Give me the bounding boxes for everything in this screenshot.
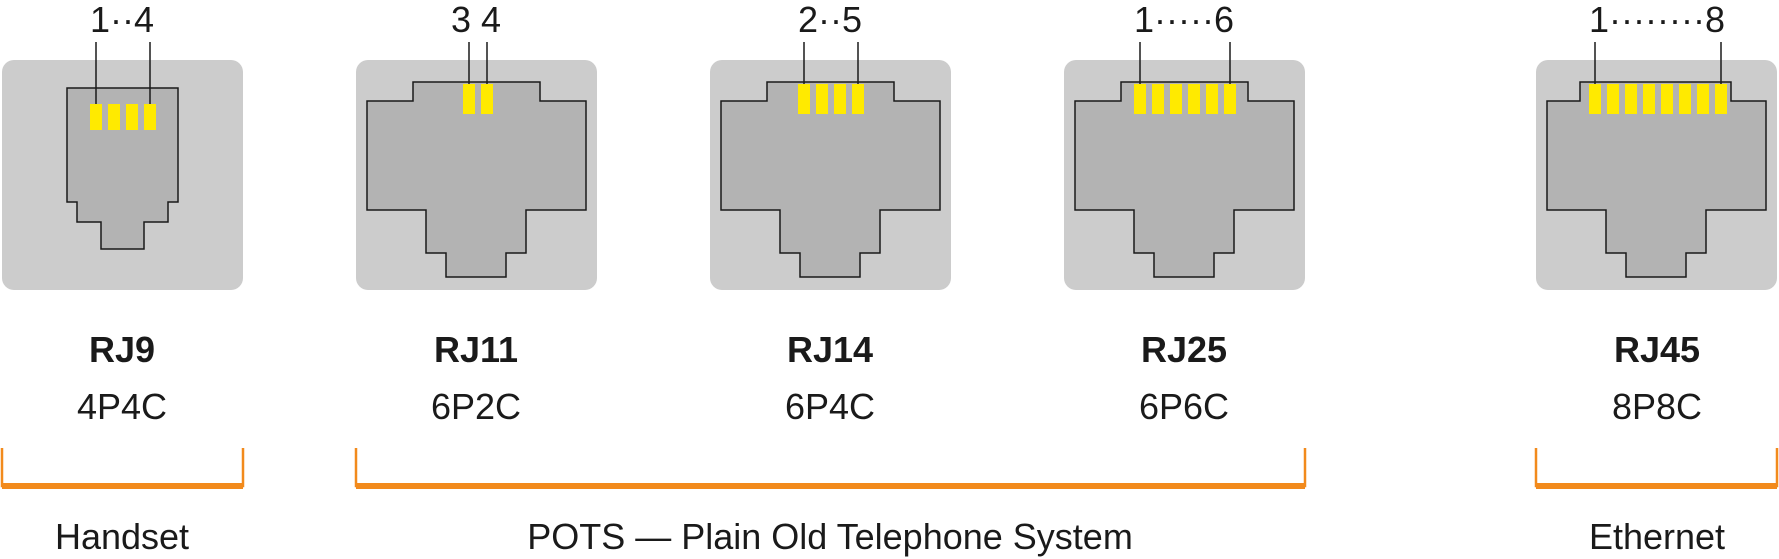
- connector-rj25: 1·····6 RJ25 6P6C: [1064, 0, 1305, 427]
- pin: [852, 84, 864, 114]
- pin: [1661, 84, 1673, 114]
- group-bracket: [354, 448, 1307, 488]
- pin: [1170, 84, 1182, 114]
- rj11-pin-label: 3 4: [451, 0, 501, 40]
- connector-rj14: 2··5 RJ14 6P4C: [710, 0, 951, 427]
- rj25-pin-label: 1·····6: [1134, 0, 1234, 40]
- rj14-name: RJ14: [787, 329, 873, 370]
- pin: [1188, 84, 1200, 114]
- group-pots: POTS — Plain Old Telephone System: [354, 448, 1307, 557]
- pin: [481, 84, 493, 114]
- rj9-pin-label: 1··4: [90, 0, 154, 40]
- pin: [463, 84, 475, 114]
- group-bracket: [1534, 448, 1779, 488]
- rj14-pin-label: 2··5: [798, 0, 862, 40]
- pin: [816, 84, 828, 114]
- pin: [1589, 84, 1601, 114]
- rj9-code: 4P4C: [77, 386, 167, 427]
- group-label: POTS — Plain Old Telephone System: [527, 516, 1133, 557]
- pin: [1152, 84, 1164, 114]
- pin: [1206, 84, 1218, 114]
- group-handset: Handset: [0, 448, 245, 557]
- pin: [1607, 84, 1619, 114]
- rj14-code: 6P4C: [785, 386, 875, 427]
- group-ethernet: Ethernet: [1534, 448, 1779, 557]
- group-label: Ethernet: [1589, 516, 1725, 557]
- group-bracket: [0, 448, 245, 488]
- pin: [144, 104, 156, 130]
- rj25-socket-outline: [1074, 81, 1295, 278]
- pin: [90, 104, 102, 130]
- pin: [1697, 84, 1709, 114]
- rj45-socket-outline: [1546, 81, 1767, 278]
- pin: [1224, 84, 1236, 114]
- rj9-name: RJ9: [89, 329, 155, 370]
- rj11-socket-outline: [366, 81, 587, 278]
- connector-rj11: 3 4 RJ11 6P2C: [356, 0, 597, 427]
- pin: [126, 104, 138, 130]
- pin: [834, 84, 846, 114]
- rj11-name: RJ11: [434, 329, 518, 370]
- connector-rj9: 1··4 RJ9 4P4C: [2, 0, 243, 427]
- rj25-name: RJ25: [1141, 329, 1227, 370]
- pin: [1679, 84, 1691, 114]
- pin: [1134, 84, 1146, 114]
- connector-rj45: 1········8 RJ45 8P8C: [1536, 0, 1777, 427]
- rj45-name: RJ45: [1614, 329, 1700, 370]
- pin: [108, 104, 120, 130]
- pin: [1625, 84, 1637, 114]
- group-label: Handset: [55, 516, 189, 557]
- pin: [1643, 84, 1655, 114]
- rj14-socket-outline: [720, 81, 941, 278]
- rj11-code: 6P2C: [431, 386, 521, 427]
- pin: [1715, 84, 1727, 114]
- pin: [798, 84, 810, 114]
- rj45-code: 8P8C: [1612, 386, 1702, 427]
- rj25-code: 6P6C: [1139, 386, 1229, 427]
- rj45-pin-label: 1········8: [1589, 0, 1725, 40]
